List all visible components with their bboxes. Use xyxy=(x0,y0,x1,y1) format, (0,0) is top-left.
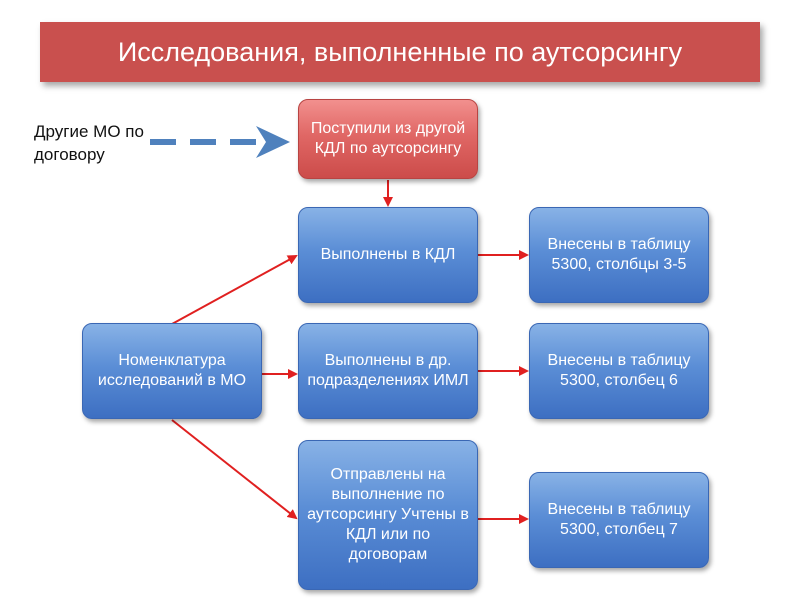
arrow-nom-to-sent xyxy=(171,419,298,520)
slide-title: Исследования, выполненные по аутсорсингу xyxy=(40,22,760,82)
box-nomenclature-label: Номенклатура исследований в МО xyxy=(97,352,247,389)
box-done-kdl-label: Выполнены в КДЛ xyxy=(320,246,456,263)
box-table-3-5-label: Внесены в таблицу 5300, столбцы 3-5 xyxy=(547,236,691,273)
dashed-arrow xyxy=(150,126,290,158)
box-table-6-label: Внесены в таблицу 5300, столбец 6 xyxy=(547,352,691,389)
box-sent-out-label: Отправлены на выполнение по аутсорсингу … xyxy=(307,466,469,563)
box-table-3-5: Внесены в таблицу 5300, столбцы 3-5 xyxy=(529,207,709,303)
box-received-label: Поступили из другой КДЛ по аутсорсингу xyxy=(310,120,466,157)
arrow-nom-to-kdl xyxy=(171,255,298,325)
box-done-other: Выполнены в др. подразделениях ИМЛ xyxy=(298,323,478,419)
other-mo-note: Другие МО по договору xyxy=(34,122,144,164)
box-received: Поступили из другой КДЛ по аутсорсингу xyxy=(298,99,478,179)
box-sent-out: Отправлены на выполнение по аутсорсингу … xyxy=(298,440,478,590)
box-done-kdl: Выполнены в КДЛ xyxy=(298,207,478,303)
box-done-other-label: Выполнены в др. подразделениях ИМЛ xyxy=(307,352,469,389)
box-table-7: Внесены в таблицу 5300, столбец 7 xyxy=(529,472,709,568)
box-nomenclature: Номенклатура исследований в МО xyxy=(82,323,262,419)
box-table-7-label: Внесены в таблицу 5300, столбец 7 xyxy=(547,501,691,538)
box-table-6: Внесены в таблицу 5300, столбец 6 xyxy=(529,323,709,419)
